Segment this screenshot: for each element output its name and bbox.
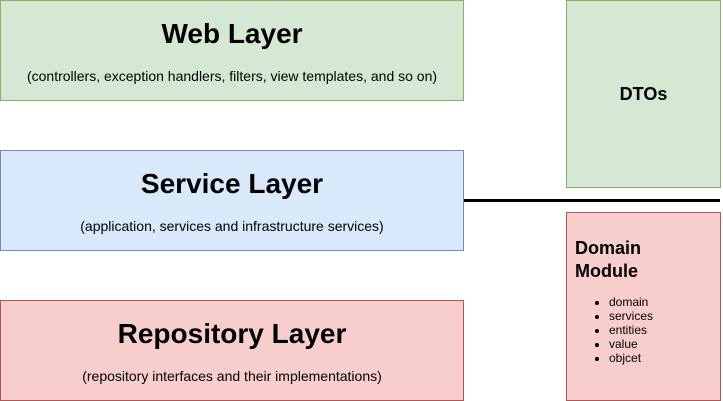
dtos-box: DTOs — [566, 0, 721, 188]
domain-module-item: objcet — [609, 351, 720, 365]
web-layer-title: Web Layer — [161, 18, 303, 49]
domain-module-title: Domain Module — [575, 238, 642, 281]
service-layer-box: Service Layer (application, services and… — [0, 150, 464, 251]
service-layer-description: (application, services and infrastructur… — [80, 218, 384, 234]
repository-layer-title: Repository Layer — [117, 318, 347, 349]
domain-module-item: domain — [609, 295, 720, 309]
domain-module-box: Domain Module domain services entities v… — [566, 212, 721, 401]
web-layer-description: (controllers, exception handlers, filter… — [26, 68, 438, 84]
repository-layer-description: (repository interfaces and their impleme… — [82, 368, 382, 384]
connector-line — [464, 199, 720, 202]
service-layer-title: Service Layer — [140, 168, 324, 199]
domain-module-item: value — [609, 337, 720, 351]
domain-module-item: entities — [609, 323, 720, 337]
domain-module-item: services — [609, 309, 720, 323]
repository-layer-box: Repository Layer (repository interfaces … — [0, 300, 464, 401]
dtos-title: DTOs — [619, 84, 668, 104]
web-layer-box: Web Layer (controllers, exception handle… — [0, 0, 464, 101]
domain-module-list: domain services entities value objcet — [575, 295, 720, 365]
